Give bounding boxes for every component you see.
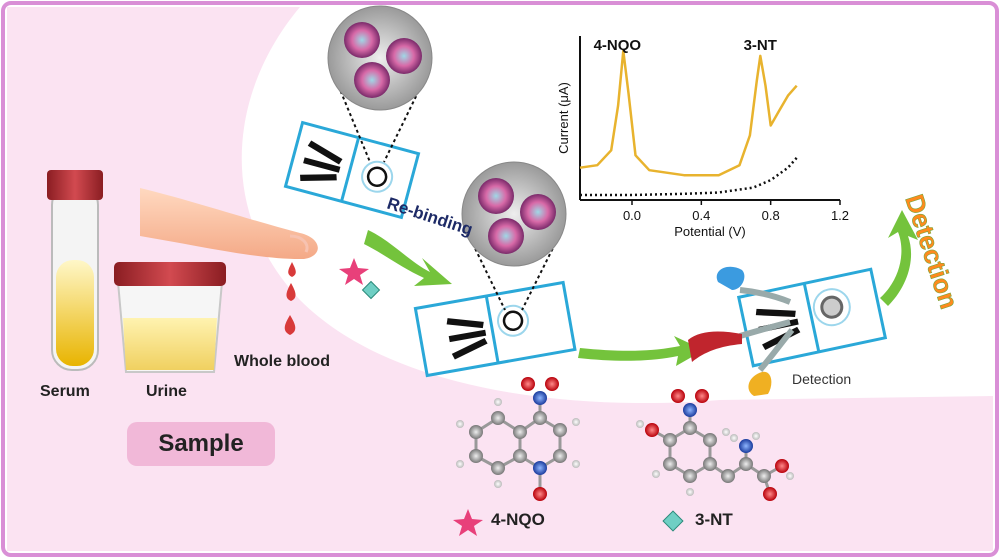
green-arrow-2 [578, 336, 704, 366]
legend-diamond-icon [662, 510, 684, 532]
peak-label-1: 3-NT [744, 37, 777, 54]
urine-label: Urine [146, 383, 187, 400]
urine-cup-icon [114, 262, 226, 373]
serum-label: Serum [40, 383, 90, 400]
whole-blood-label: Whole blood [234, 353, 330, 370]
x-tick-label-3: 1.2 [831, 208, 849, 223]
diamond-analyte-icon [361, 280, 381, 300]
serum-tube-icon [47, 170, 103, 371]
sensor-chip-1 [283, 120, 421, 220]
molecule-3-nt-atoms [636, 389, 794, 501]
x-axis-label: Potential (V) [674, 224, 746, 239]
sample-title: Sample [127, 422, 275, 466]
green-arrow-3 [880, 210, 918, 306]
x-tick-label-2: 0.8 [762, 208, 780, 223]
x-tick-label-1: 0.4 [692, 208, 710, 223]
legend-3-nt-label: 3-NT [695, 510, 733, 529]
zoom-magnifier-1 [327, 5, 433, 163]
peak-label-0: 4-NQO [594, 37, 642, 54]
molecule-4-nqo-atoms [456, 377, 580, 501]
y-axis-label: Current (μA) [556, 82, 571, 154]
pink-background [7, 7, 993, 551]
series-line-0 [579, 49, 798, 177]
series-line-1 [580, 156, 798, 197]
legend-star-icon [453, 509, 483, 536]
sensor-chip-2 [413, 280, 577, 378]
legend-4-nqo-label: 4-NQO [491, 510, 545, 529]
star-analyte-icon [339, 258, 369, 285]
blood-drop-icon [284, 262, 296, 335]
zoom-magnifier-2 [461, 161, 567, 311]
finger-icon [140, 188, 318, 260]
tracer-antibody-icon [688, 266, 795, 396]
green-arrow-1 [364, 230, 452, 286]
detection-step-label: Detection [792, 371, 851, 387]
x-tick-label-0: 0.0 [623, 208, 641, 223]
